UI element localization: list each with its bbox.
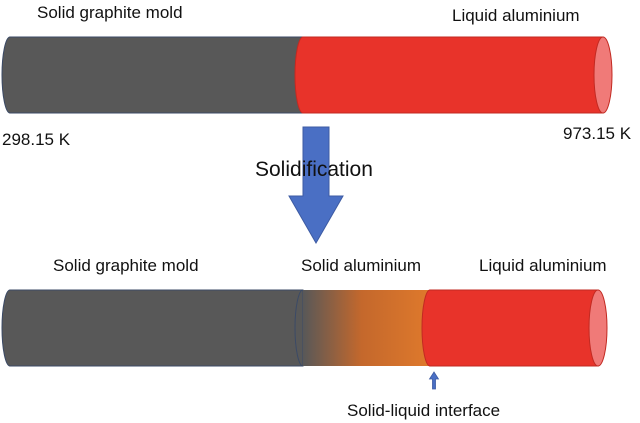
bottom-middle-label: Solid aluminium — [301, 256, 421, 275]
bottom-solid-section-edge — [294, 289, 304, 367]
top-left-label: Solid graphite mold — [37, 3, 183, 22]
bottom-cylinder — [1, 289, 608, 367]
bottom-liquid-section — [421, 289, 599, 367]
top-cylinder — [1, 36, 613, 114]
left-temperature: 298.15 K — [2, 130, 71, 149]
interface-pointer — [428, 371, 440, 390]
solidification-arrow — [288, 126, 344, 245]
right-temperature: 973.15 K — [563, 124, 632, 143]
bottom-graphite-section — [1, 289, 304, 367]
bottom-liquid-end-cap — [588, 289, 608, 367]
interface-label: Solid-liquid interface — [347, 401, 501, 420]
solidification-label: Solidification — [255, 158, 373, 181]
bottom-left-label: Solid graphite mold — [53, 256, 199, 275]
bottom-right-label: Liquid aluminium — [479, 256, 607, 275]
bottom-solid-aluminium-section — [303, 290, 433, 366]
down-arrow-icon — [288, 126, 344, 245]
top-liquid-section — [294, 36, 604, 114]
top-graphite-section — [1, 36, 304, 114]
top-liquid-end-cap — [593, 36, 613, 114]
up-arrow-icon — [428, 371, 440, 390]
top-right-label: Liquid aluminium — [452, 6, 580, 25]
